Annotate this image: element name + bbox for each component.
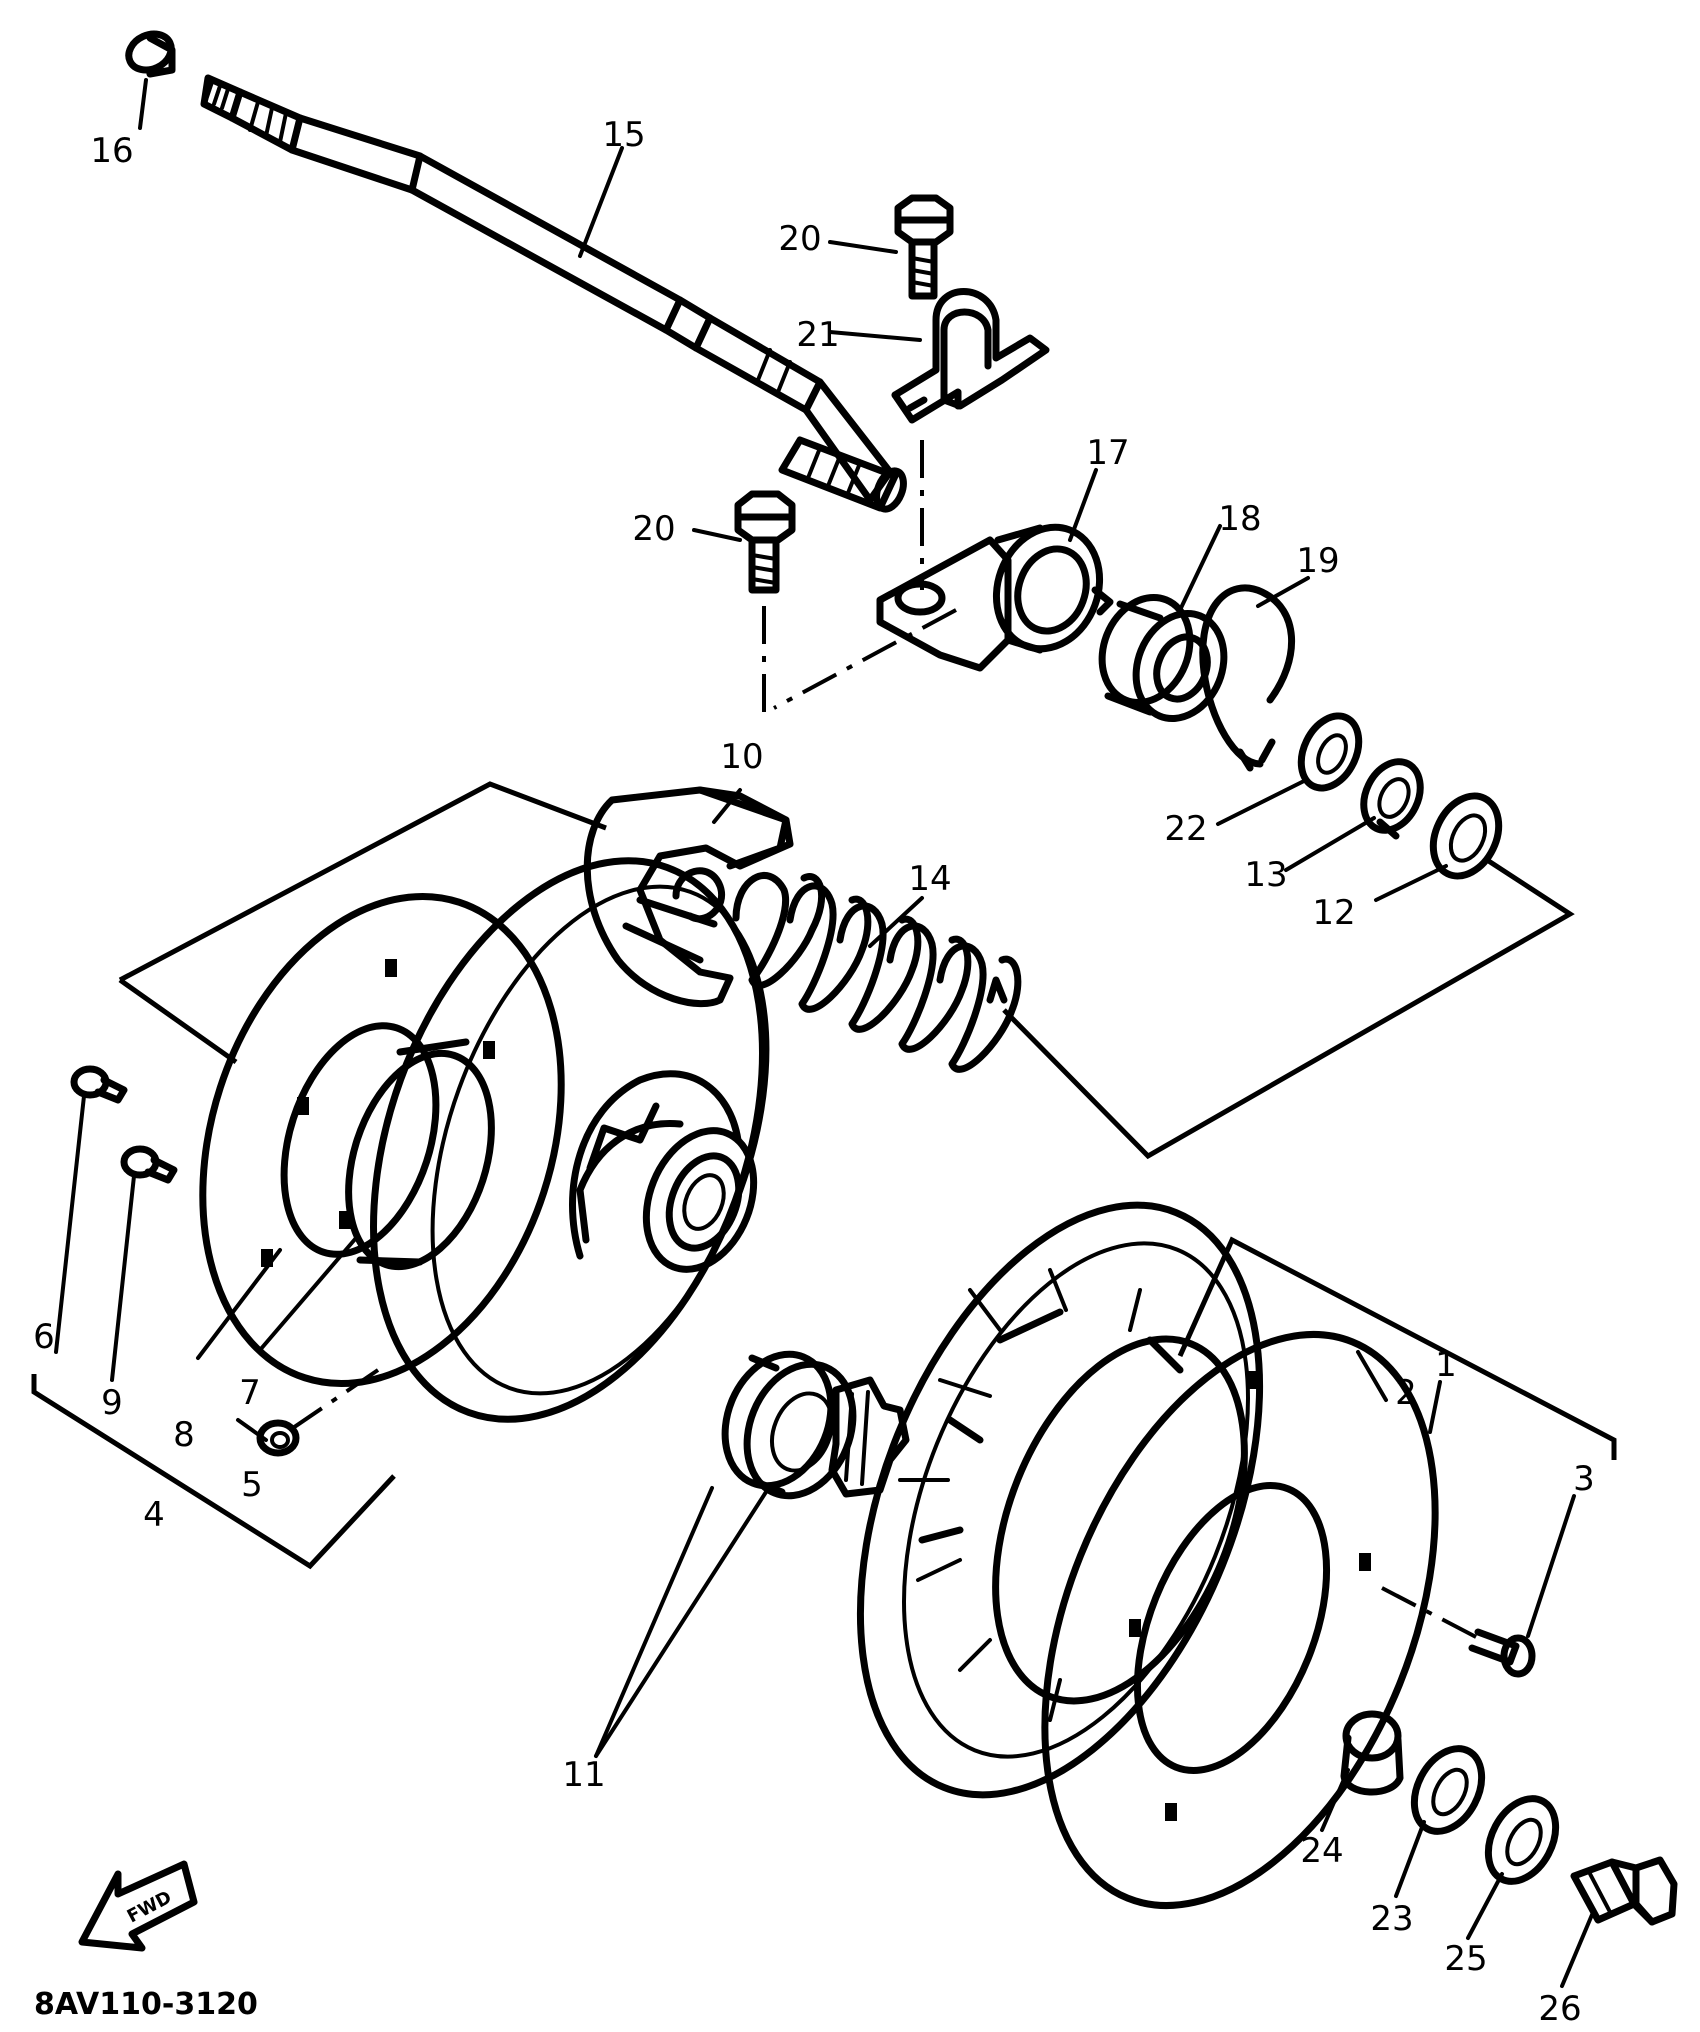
part-20-bolt-upper <box>894 194 954 300</box>
callout-8: 8 <box>173 1415 195 1455</box>
part-25-washer <box>1484 1795 1560 1885</box>
part-3-screw <box>1468 1628 1536 1678</box>
part-14-spring <box>732 872 1022 1073</box>
callout-24: 24 <box>1300 1831 1343 1871</box>
callout-10: 10 <box>720 737 763 777</box>
part-9-screw <box>120 1145 178 1184</box>
leader-lines <box>54 78 1596 1988</box>
assembly-bracket-upper <box>118 781 1575 1160</box>
part-23-washer <box>1410 1745 1486 1835</box>
part-19-circlip <box>1199 584 1295 772</box>
forward-arrow-icon: FWD <box>78 1860 198 1952</box>
callout-11: 11 <box>562 1755 605 1795</box>
callout-9: 9 <box>101 1383 123 1423</box>
callout-13: 13 <box>1244 855 1287 895</box>
callout-23: 23 <box>1370 1899 1413 1939</box>
callout-16: 16 <box>90 131 133 171</box>
part-17-bearing-housing <box>876 523 1114 672</box>
callout-4: 4 <box>143 1495 165 1535</box>
callout-12: 12 <box>1312 893 1355 933</box>
callout-15: 15 <box>602 115 645 155</box>
callout-22: 22 <box>1164 809 1207 849</box>
part-2-sheave-plate <box>1041 1330 1439 1910</box>
part-11-oil-seal <box>721 1350 857 1500</box>
assembly-bracket-part-4 <box>31 1374 396 1570</box>
callout-17: 17 <box>1086 433 1129 473</box>
callout-1: 1 <box>1435 1345 1457 1385</box>
callout-18: 18 <box>1218 499 1261 539</box>
diagram-code: 8AV110-3120 <box>34 1987 258 2022</box>
part-20-bolt-lower <box>734 490 796 594</box>
part-4-sliding-sheave <box>370 857 770 1423</box>
callout-7: 7 <box>239 1373 261 1413</box>
callout-3: 3 <box>1573 1459 1595 1499</box>
part-21-clamp <box>891 288 1050 424</box>
callout-20-upper: 20 <box>778 219 821 259</box>
part-6-screw <box>70 1065 128 1104</box>
callout-21: 21 <box>796 315 839 355</box>
callout-6: 6 <box>33 1317 55 1357</box>
callout-5: 5 <box>241 1465 263 1505</box>
callout-2: 2 <box>1395 1373 1417 1413</box>
callout-14: 14 <box>908 859 951 899</box>
part-16-cap <box>125 30 176 78</box>
part-15-shaft <box>200 74 907 513</box>
centerline-bolts <box>288 440 1479 1640</box>
assembly-bracket-part-1 <box>1177 1236 1617 1460</box>
callout-19: 19 <box>1296 541 1339 581</box>
part-22-washer <box>1297 712 1363 792</box>
part-26-bolt <box>1570 1856 1678 1926</box>
callout-25: 25 <box>1444 1939 1487 1979</box>
callout-26: 26 <box>1538 1989 1581 2029</box>
part-8-sheave-plate <box>199 893 565 1387</box>
part-13-spring-washer <box>1360 758 1424 840</box>
part-7-collar <box>345 1038 495 1271</box>
part-12-washer <box>1429 792 1503 880</box>
callout-labels: 16 15 20 21 20 17 18 19 22 13 12 10 14 6… <box>33 115 1595 2029</box>
callout-20-lower: 20 <box>632 509 675 549</box>
